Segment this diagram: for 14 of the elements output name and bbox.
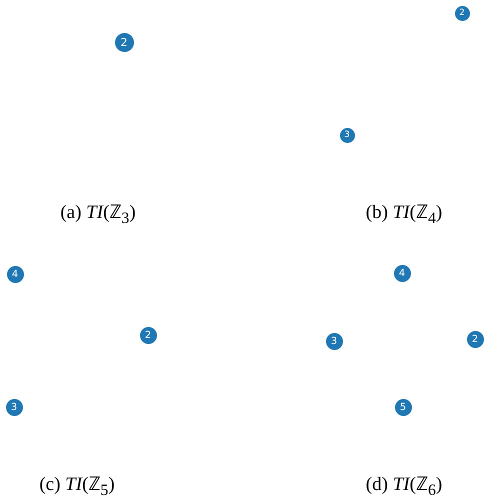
vertex-circle: 4 [6,266,24,282]
vertex-circle: 2 [114,32,134,52]
vertex-circle: 3 [6,398,22,416]
vertex-circle: 2 [140,326,156,344]
subfigure-caption: (a) TI(ℤ$_{3}$) [60,201,136,228]
subfigure-caption: (c) TI(ℤ$_{5}$) [39,473,115,500]
vertex-circle: 4 [394,264,410,282]
subfigure-caption: (b) TI(ℤ$_{4}$) [366,201,442,228]
subfigure-caption: (d) TI(ℤ$_{6}$) [366,473,442,500]
vertex-circle: 2 [466,330,484,348]
vertex-circle: 2 [454,6,470,20]
vertex-circle: 3 [326,332,342,350]
vertex-circle: 5 [394,398,412,416]
vertex-circle: 3 [340,128,354,142]
